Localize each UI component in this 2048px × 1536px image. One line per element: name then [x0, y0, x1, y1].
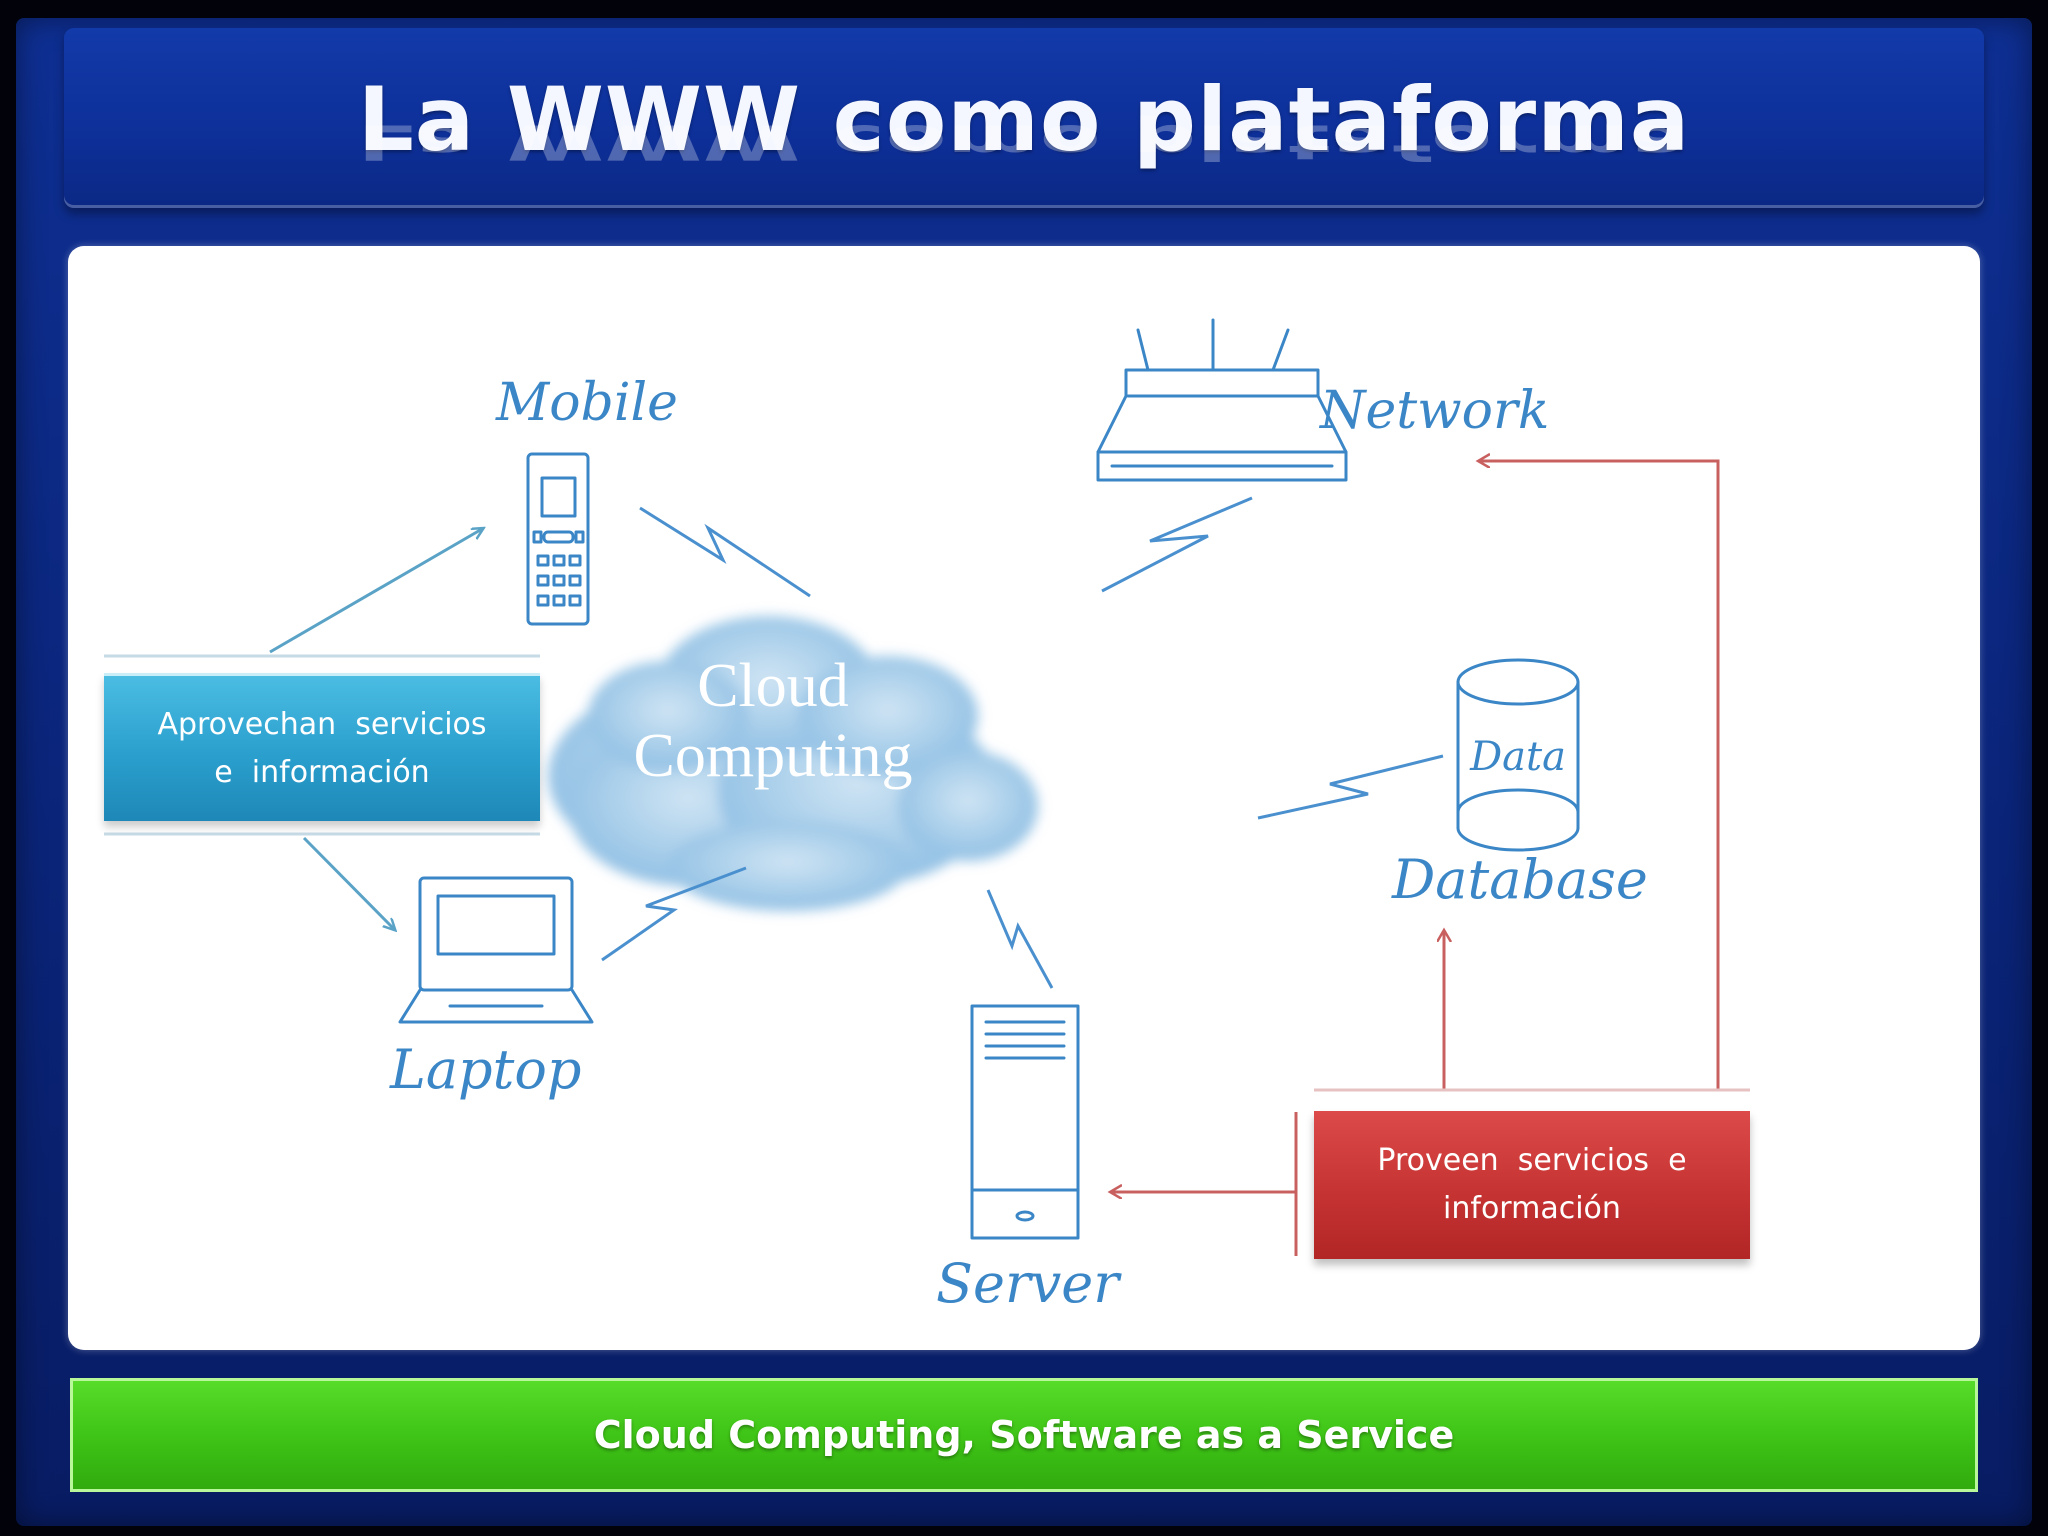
consumers-callout: Aprovechan servicios e información — [104, 673, 540, 821]
network-router-icon — [1096, 318, 1348, 482]
title-bar: La WWW como plataforma La WWW como plata… — [64, 28, 1984, 208]
footer-banner: Cloud Computing, Software as a Service — [70, 1378, 1978, 1492]
cloud-computing-diagram: Cloud Computing Mobile — [104, 318, 1750, 1315]
server-label: Server — [936, 1252, 1122, 1315]
diagram-panel: Cloud Computing Mobile — [68, 246, 1980, 1350]
network-label: Network — [1318, 381, 1549, 441]
cloud-shape — [548, 616, 1038, 911]
bolt-network — [1101, 496, 1253, 593]
arrow-to-mobile — [269, 529, 482, 654]
providers-callout-line2: información — [1443, 1191, 1621, 1226]
slide-title: La WWW como plataforma — [357, 68, 1691, 171]
database-inner-label: Data — [1469, 734, 1566, 780]
bolt-server — [986, 889, 1054, 989]
arrow-to-laptop — [302, 836, 394, 929]
bolt-mobile — [639, 506, 811, 598]
database-label: Database — [1391, 848, 1648, 911]
laptop-icon — [398, 876, 594, 1024]
arrow-to-network — [1480, 461, 1720, 1090]
bolt-database — [1257, 754, 1444, 820]
providers-callout-line1: Proveen servicios e — [1377, 1143, 1687, 1178]
database-icon — [1456, 658, 1580, 852]
consumers-callout-line2: e información — [214, 754, 430, 790]
bolt-laptop — [601, 866, 747, 962]
mobile-phone-icon — [526, 452, 590, 626]
providers-callout: Proveen servicios e información — [1314, 1111, 1750, 1259]
consumers-callout-line1: Aprovechan servicios — [157, 706, 487, 742]
cloud-label-line2: Computing — [633, 722, 912, 790]
server-icon — [970, 1004, 1080, 1240]
cloud-label-line1: Cloud — [697, 652, 849, 720]
laptop-label: Laptop — [389, 1038, 581, 1101]
footer-text: Cloud Computing, Software as a Service — [593, 1413, 1455, 1457]
mobile-label: Mobile — [495, 373, 678, 433]
